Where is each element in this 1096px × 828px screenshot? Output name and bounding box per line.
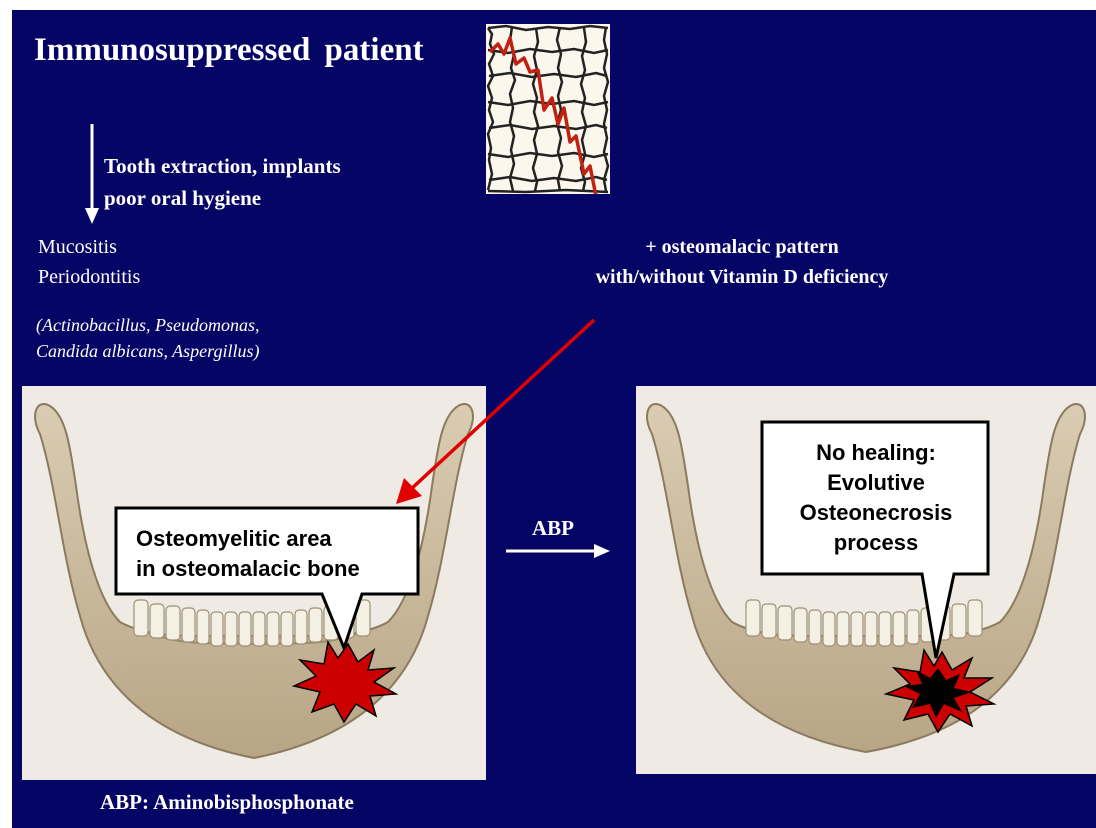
risk-factor-line-1: Tooth extraction, implants — [104, 150, 341, 182]
organisms-line-1: (Actinobacillus, Pseudomonas, — [36, 312, 260, 338]
pattern-line-2: with/without Vitamin D deficiency — [512, 262, 972, 292]
callout-right-line-3: Osteonecrosis — [768, 498, 984, 528]
callout-left-text: Osteomyelitic area in osteomalacic bone — [126, 524, 416, 584]
condition-mucositis: Mucositis — [38, 232, 140, 262]
pattern-line-1: + osteomalacic pattern — [512, 232, 972, 262]
down-arrow — [82, 124, 102, 226]
declining-chart-icon — [486, 24, 610, 194]
callout-left-line-1: Osteomyelitic area — [136, 524, 416, 554]
slide-title: Immunosuppressed patient — [34, 32, 424, 69]
organisms-list: (Actinobacillus, Pseudomonas, Candida al… — [36, 312, 260, 364]
right-arrow — [506, 542, 612, 560]
footer-abbreviation: ABP: Aminobisphosphonate — [100, 790, 354, 815]
slide: Immunosuppressed patient Tooth extractio… — [12, 10, 1096, 828]
callout-right-line-1: No healing: — [768, 438, 984, 468]
risk-factors: Tooth extraction, implants poor oral hyg… — [104, 150, 341, 214]
callout-right-text: No healing: Evolutive Osteonecrosis proc… — [768, 438, 984, 558]
abp-arrow-label: ABP — [532, 516, 574, 541]
callout-right-line-2: Evolutive — [768, 468, 984, 498]
conditions-list: Mucositis Periodontitis — [38, 232, 140, 292]
callout-left-line-2: in osteomalacic bone — [136, 554, 416, 584]
jaw-panel-right: No healing: Evolutive Osteonecrosis proc… — [636, 386, 1096, 774]
risk-factor-line-2: poor oral hygiene — [104, 182, 341, 214]
organisms-line-2: Candida albicans, Aspergillus) — [36, 338, 260, 364]
condition-periodontitis: Periodontitis — [38, 262, 140, 292]
callout-right-line-4: process — [768, 528, 984, 558]
osteomalacic-pattern-text: + osteomalacic pattern with/without Vita… — [512, 232, 972, 292]
red-pointer-arrow — [382, 310, 612, 510]
